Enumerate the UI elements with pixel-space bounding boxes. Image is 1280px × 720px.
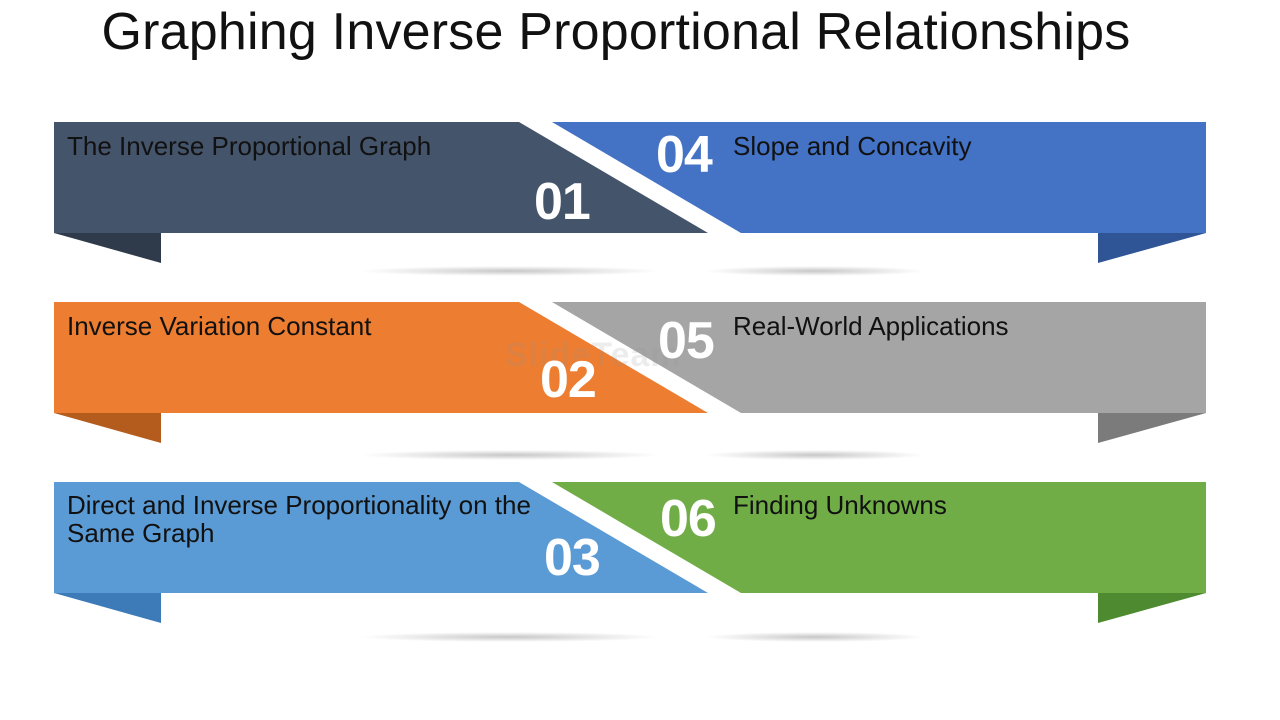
item-02-number: 02 bbox=[540, 351, 597, 409]
watermark-logo: SlideTeam bbox=[505, 336, 682, 374]
ribbon-shadow bbox=[705, 266, 925, 276]
ribbon-shadow bbox=[705, 450, 925, 460]
item-06-label: Finding Unknowns bbox=[733, 490, 947, 520]
item-01-label: The Inverse Proportional Graph bbox=[67, 131, 432, 161]
item-03-label: Direct and Inverse Proportionality on th… bbox=[67, 490, 531, 548]
item-04-number: 04 bbox=[656, 126, 713, 184]
ribbon-shadow bbox=[360, 450, 660, 460]
ribbon-fold-left bbox=[54, 413, 161, 443]
ribbon-fold-right bbox=[1098, 413, 1206, 443]
item-03-number: 03 bbox=[544, 529, 601, 587]
ribbon-shadow bbox=[705, 632, 925, 642]
ribbon-fold-right bbox=[1098, 233, 1206, 263]
ribbon-item-05 bbox=[552, 302, 1206, 413]
ribbon-item-01 bbox=[54, 122, 708, 233]
item-01-number: 01 bbox=[534, 173, 591, 231]
ribbon-shadow bbox=[360, 632, 660, 642]
ribbon-item-02 bbox=[54, 302, 708, 413]
ribbon-fold-left bbox=[54, 233, 161, 263]
ribbon-shadow bbox=[360, 266, 660, 276]
ribbon-item-03 bbox=[54, 482, 708, 593]
ribbon-item-06 bbox=[552, 482, 1206, 593]
item-02-label: Inverse Variation Constant bbox=[67, 311, 372, 341]
slide-title: Graphing Inverse Proportional Relationsh… bbox=[101, 3, 1131, 61]
ribbon-fold-right bbox=[1098, 593, 1206, 623]
ribbon-fold-left bbox=[54, 593, 161, 623]
item-05-number: 05 bbox=[658, 312, 715, 370]
item-05-label: Real-World Applications bbox=[733, 311, 1009, 341]
item-04-label: Slope and Concavity bbox=[733, 131, 972, 161]
ribbon-item-04 bbox=[552, 122, 1206, 233]
item-06-number: 06 bbox=[660, 490, 717, 548]
